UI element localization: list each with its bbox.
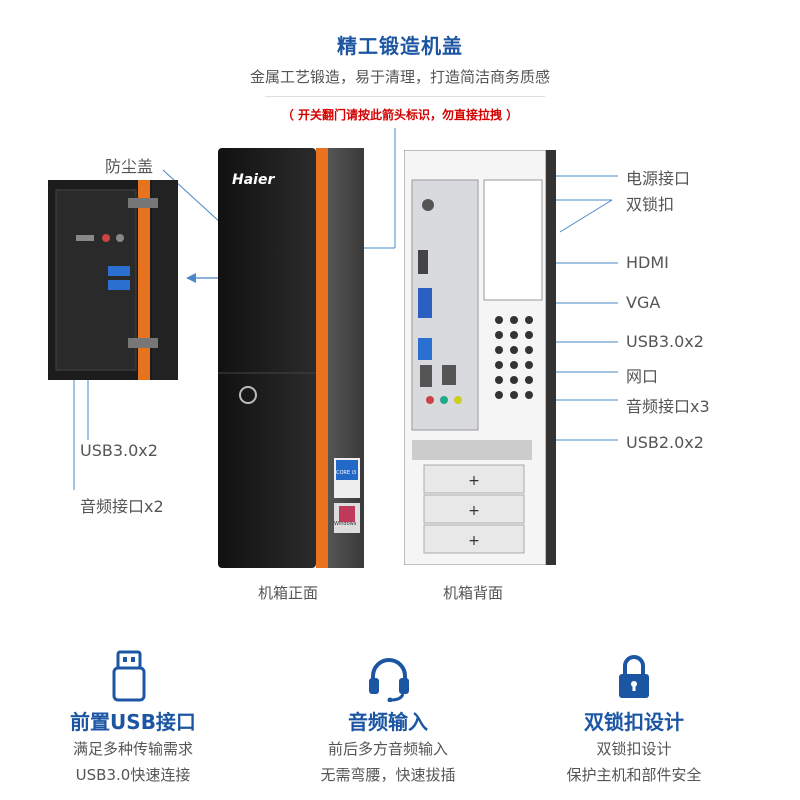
tower-front-image xyxy=(218,148,364,568)
label-lan: 网口 xyxy=(626,367,659,386)
label-rear-usb3: USB3.0x2 xyxy=(626,332,704,351)
feature-title-audio: 音频输入 xyxy=(348,710,428,734)
label-dust-cover: 防尘盖 xyxy=(105,157,154,176)
headset-icon xyxy=(369,658,409,702)
label-rear-audio: 音频接口x3 xyxy=(626,397,710,416)
tower-rear-image: + + + xyxy=(404,150,556,565)
feature-desc-audio-1: 前后多方音频输入 xyxy=(327,740,448,758)
divider xyxy=(265,96,545,97)
feature-title-usb: 前置USB接口 xyxy=(70,710,196,734)
windows-badge: Windows xyxy=(334,521,357,527)
page-title: 精工锻造机盖 xyxy=(337,34,463,58)
label-front-usb: USB3.0x2 xyxy=(80,441,158,460)
feature-title-lock: 双锁扣设计 xyxy=(584,710,684,734)
front-panel-closeup xyxy=(48,180,178,380)
svg-text:+: + xyxy=(468,503,480,519)
label-power: 电源接口 xyxy=(626,169,691,188)
label-hdmi: HDMI xyxy=(626,253,669,272)
feature-desc-lock-1: 双锁扣设计 xyxy=(596,740,672,758)
brand-logo: Haier xyxy=(232,172,275,188)
usb-icon xyxy=(112,650,146,702)
lock-icon xyxy=(619,655,649,698)
page-subtitle: 金属工艺锻造，易于清理，打造简洁商务质感 xyxy=(249,68,550,86)
label-vga: VGA xyxy=(626,293,661,312)
caption-rear: 机箱背面 xyxy=(443,584,504,602)
svg-text:+: + xyxy=(468,533,480,549)
label-rear-usb2: USB2.0x2 xyxy=(626,433,704,452)
feature-desc-usb-1: 满足多种传输需求 xyxy=(72,740,193,758)
warning-note: （ 开关翻门请按此箭头标识，勿直接拉拽 ） xyxy=(281,108,519,122)
feature-desc-lock-2: 保护主机和部件安全 xyxy=(566,766,702,784)
feature-desc-audio-2: 无需弯腰，快速拔插 xyxy=(320,766,456,784)
svg-text:+: + xyxy=(468,473,480,489)
caption-front: 机箱正面 xyxy=(258,584,319,602)
feature-desc-usb-2: USB3.0快速连接 xyxy=(75,766,191,784)
label-front-audio: 音频接口x2 xyxy=(80,497,164,516)
label-lock: 双锁扣 xyxy=(626,195,675,214)
intel-badge: CORE i3 xyxy=(336,470,357,476)
